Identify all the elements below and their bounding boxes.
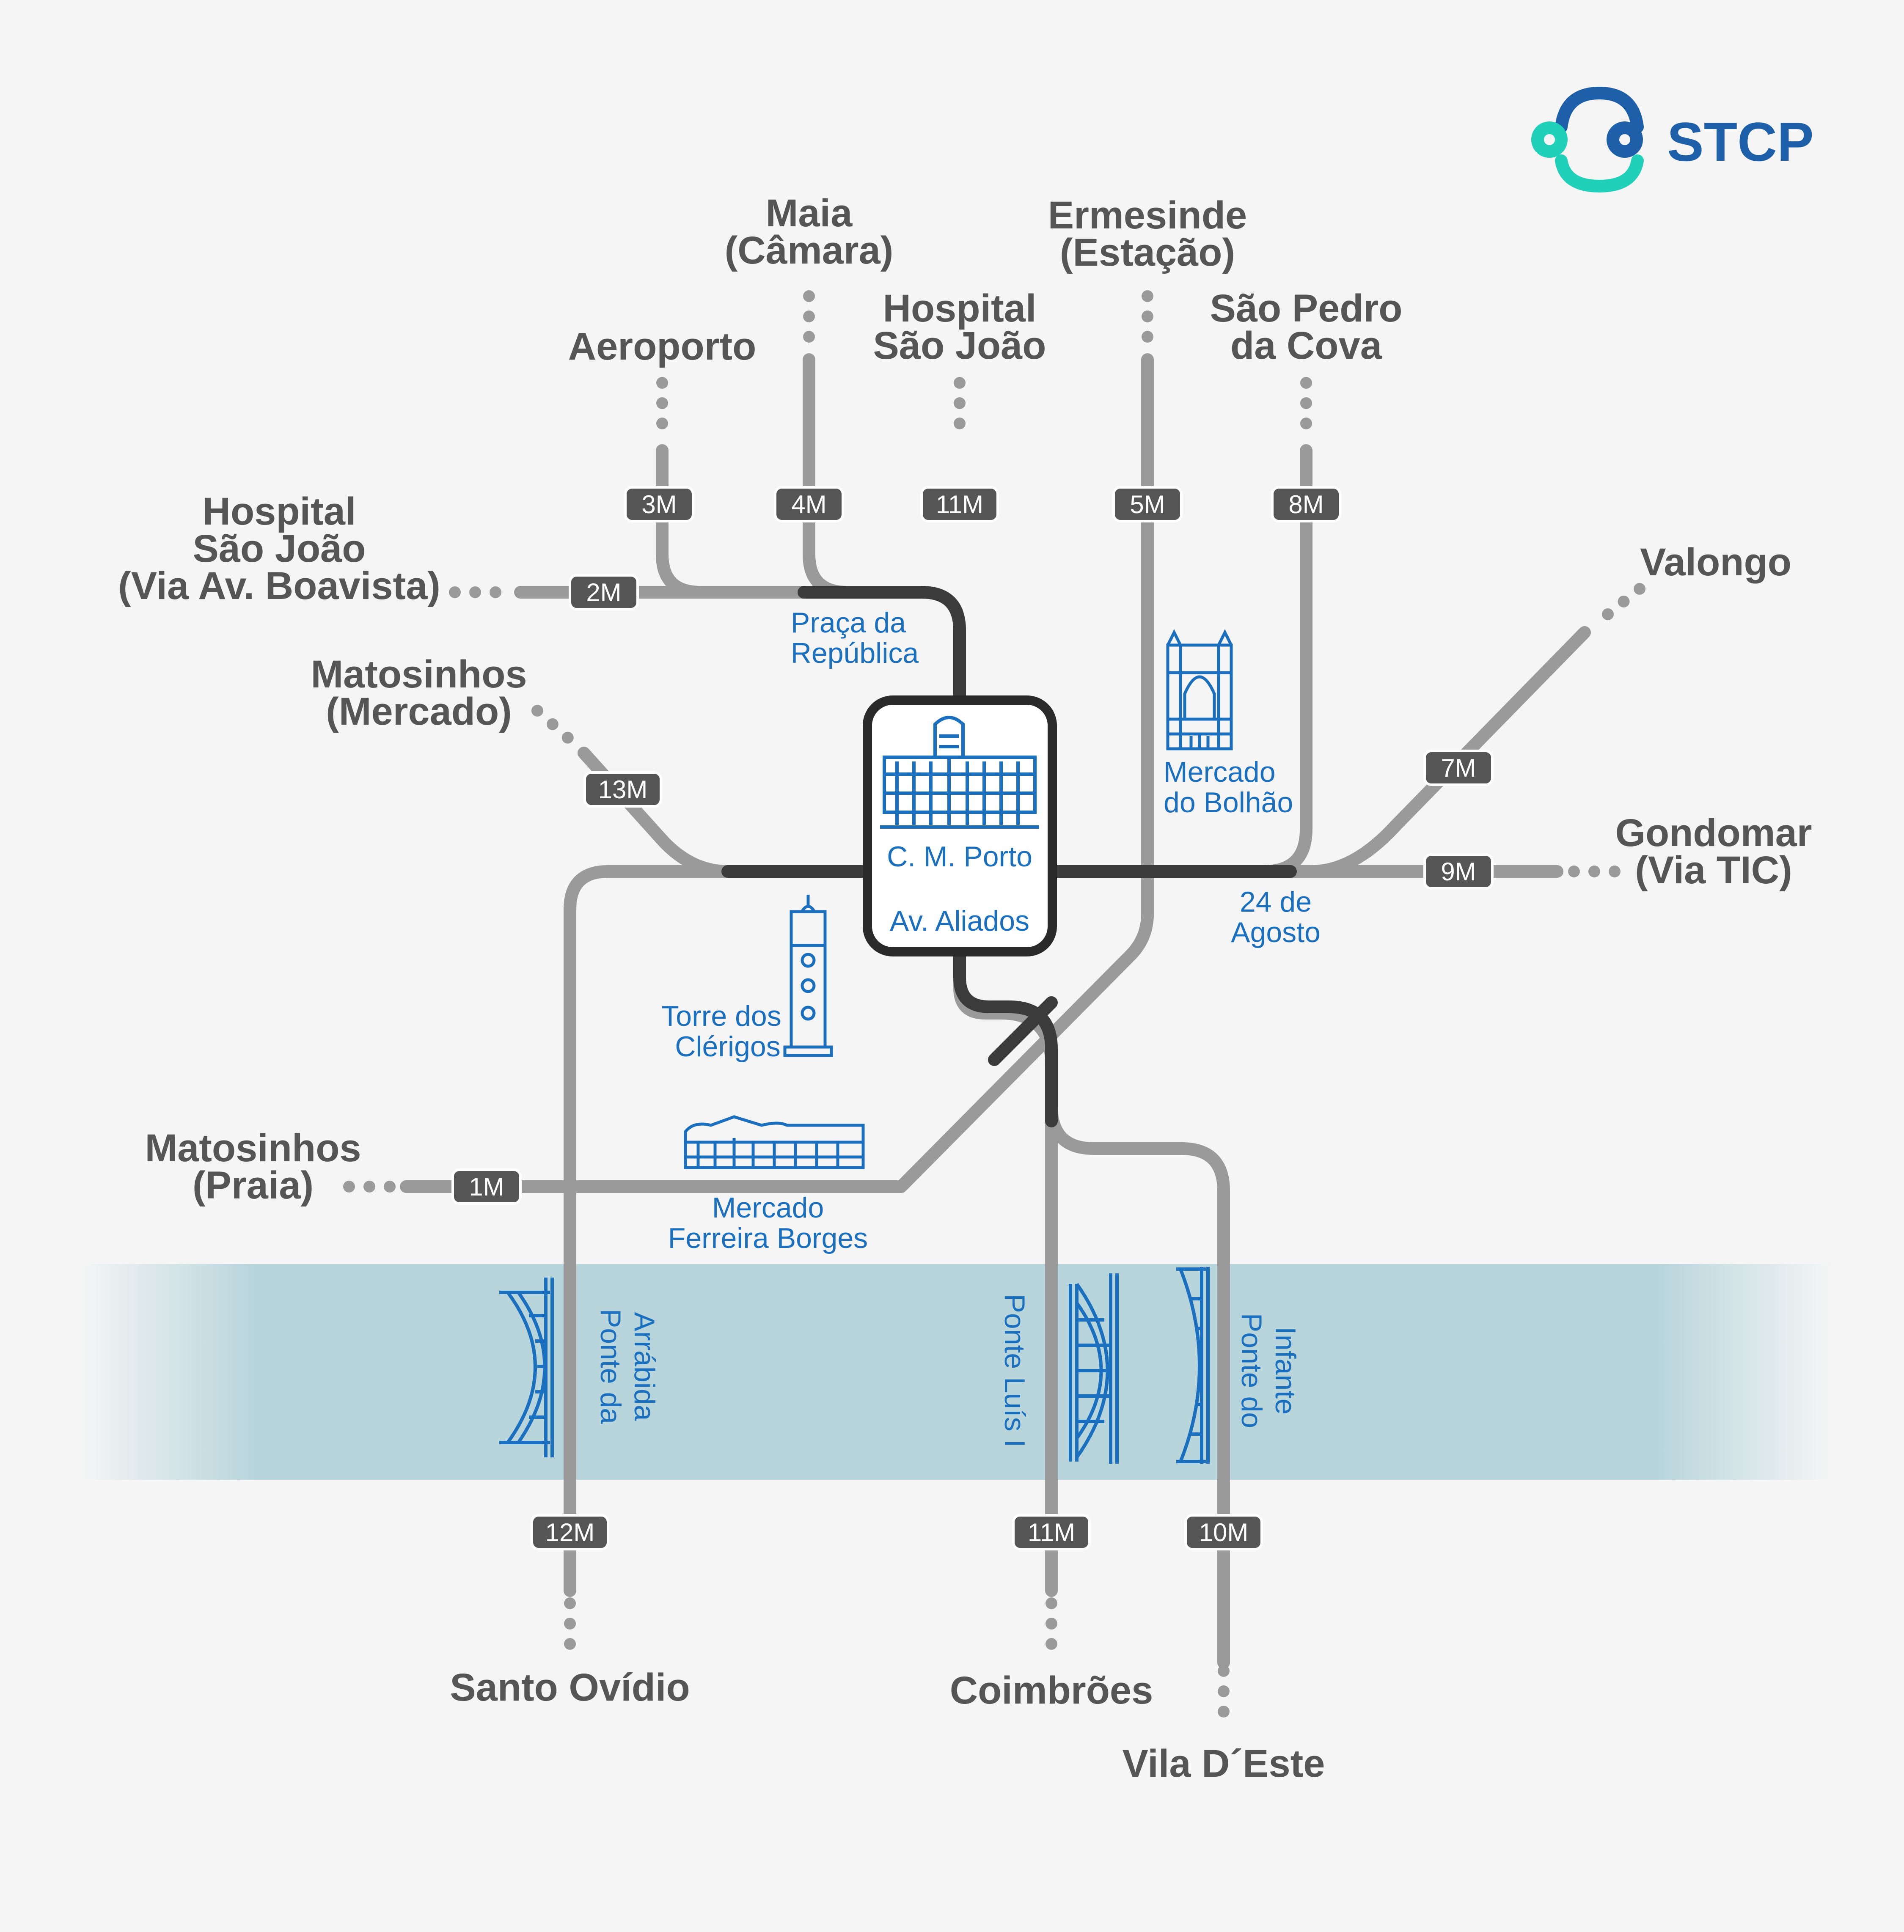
brand-name: STCP (1667, 111, 1814, 173)
poi-praca-2: República (791, 637, 919, 669)
route-badge-9m[interactable]: 9M (1423, 853, 1494, 890)
dest-maia-2: (Câmara) (725, 229, 894, 272)
route-4m-line (803, 353, 924, 599)
dest-hsj-boavista-2: São João (193, 527, 366, 570)
dest-mat-praia-2: (Praia) (193, 1164, 314, 1207)
poi-agosto-2: Agosto (1231, 916, 1321, 948)
poi-bolhao-2: do Bolhão (1164, 786, 1293, 819)
poi-clerigos-2: Clérigos (675, 1031, 780, 1063)
arrabida-bridge-icon (499, 1278, 554, 1457)
poi-praca-1: Praça da (791, 607, 906, 639)
poi-infante-1: Ponte do (1235, 1313, 1268, 1428)
dest-mat-mercado-1: Matosinhos (311, 653, 527, 696)
dest-aeroporto: Aeroporto (568, 325, 757, 368)
dest-ermesinde-1: Ermesinde (1048, 194, 1247, 237)
poi-bolhao-1: Mercado (1164, 756, 1276, 788)
dest-ermesinde-2: (Estação) (1060, 231, 1235, 274)
route-5m-line (400, 353, 1154, 1193)
route-12m-line (564, 865, 874, 1597)
dest-spcova-2: da Cova (1230, 324, 1382, 367)
svg-text:7M: 7M (1441, 754, 1476, 782)
poi-luis: Ponte Luís I (999, 1294, 1031, 1448)
route-badge-11m-north[interactable]: 11M (920, 486, 999, 522)
svg-text:10M: 10M (1199, 1518, 1249, 1547)
route-lines (343, 290, 1645, 1726)
destination-labels: Aeroporto Maia (Câmara) Hospital São Joã… (118, 192, 1812, 1785)
dest-valongo: Valongo (1640, 541, 1791, 584)
route-badge-13m[interactable]: 13M (583, 771, 662, 808)
route-badges: 3M 4M 11M 5M 8M 2M 13M 7M (451, 486, 1494, 1550)
svg-text:12M: 12M (545, 1518, 595, 1547)
svg-text:3M: 3M (641, 490, 677, 519)
poi-arrabida-2: Arrábida (628, 1312, 660, 1421)
svg-text:2M: 2M (586, 578, 621, 607)
route-badge-4m[interactable]: 4M (774, 486, 844, 522)
dest-hsj-boavista-1: Hospital (203, 490, 356, 533)
svg-text:11M: 11M (1028, 1518, 1075, 1547)
svg-text:13M: 13M (598, 775, 648, 804)
stcp-logo[interactable]: STCP (1531, 86, 1814, 193)
dest-mat-praia-1: Matosinhos (145, 1127, 361, 1170)
dest-hsj-2: São João (873, 324, 1046, 367)
route-badge-12m[interactable]: 12M (531, 1514, 609, 1550)
route-badge-1m[interactable]: 1M (451, 1168, 522, 1205)
svg-text:5M: 5M (1130, 490, 1165, 519)
stcp-logo-icon (1531, 86, 1644, 193)
infante-bridge-icon (1176, 1267, 1210, 1464)
trunk-lines (721, 586, 1297, 1127)
poi-arrabida-1: Ponte da (594, 1309, 627, 1424)
svg-text:9M: 9M (1441, 857, 1476, 886)
dest-mat-mercado-2: (Mercado) (326, 690, 512, 733)
city-hall-icon (880, 716, 1039, 829)
dest-hsj-boavista-3: (Via Av. Boavista) (118, 564, 440, 607)
route-badge-7m[interactable]: 7M (1423, 750, 1494, 786)
hub-name: C. M. Porto (887, 841, 1032, 873)
poi-ferreira-2: Ferreira Borges (668, 1222, 868, 1254)
svg-text:1M: 1M (469, 1173, 504, 1201)
dest-gondomar-2: (Via TIC) (1635, 849, 1792, 892)
svg-text:8M: 8M (1288, 490, 1323, 519)
svg-text:4M: 4M (791, 490, 826, 519)
route-13m-line (578, 747, 874, 878)
hub-address: Av. Aliados (890, 905, 1029, 937)
bolhao-market-icon (1166, 629, 1233, 750)
poi-ferreira-1: Mercado (712, 1192, 824, 1224)
ferreira-borges-market-icon (684, 1115, 865, 1169)
points-of-interest: Praça da República Mercado do Bolhão 24 … (499, 607, 1321, 1464)
poi-clerigos-1: Torre dos (661, 1000, 781, 1032)
dest-maia-1: Maia (766, 192, 853, 235)
poi-agosto-1: 24 de (1240, 886, 1312, 918)
poi-infante-2: Infante (1269, 1327, 1301, 1415)
dest-santo-ovidio: Santo Ovídio (450, 1666, 690, 1709)
route-badge-8m[interactable]: 8M (1271, 486, 1341, 522)
luis-bridge-icon (1069, 1273, 1119, 1464)
clerigos-tower-icon (783, 895, 833, 1057)
dest-coimbroes: Coimbrões (950, 1669, 1153, 1712)
douro-river (80, 1264, 1832, 1480)
route-badge-11m-south[interactable]: 11M (1012, 1514, 1091, 1550)
route-10m-line (1045, 1100, 1230, 1669)
dest-hsj-1: Hospital (883, 287, 1037, 330)
dest-spcova-1: São Pedro (1210, 287, 1402, 330)
svg-text:11M: 11M (936, 490, 983, 519)
route-badge-2m[interactable]: 2M (569, 574, 639, 610)
route-badge-3m[interactable]: 3M (624, 486, 694, 522)
dest-vila-deste: Vila D´Este (1123, 1742, 1325, 1785)
dest-gondomar-1: Gondomar (1615, 811, 1812, 855)
route-badge-5m[interactable]: 5M (1112, 486, 1183, 522)
route-badge-10m[interactable]: 10M (1184, 1514, 1263, 1550)
